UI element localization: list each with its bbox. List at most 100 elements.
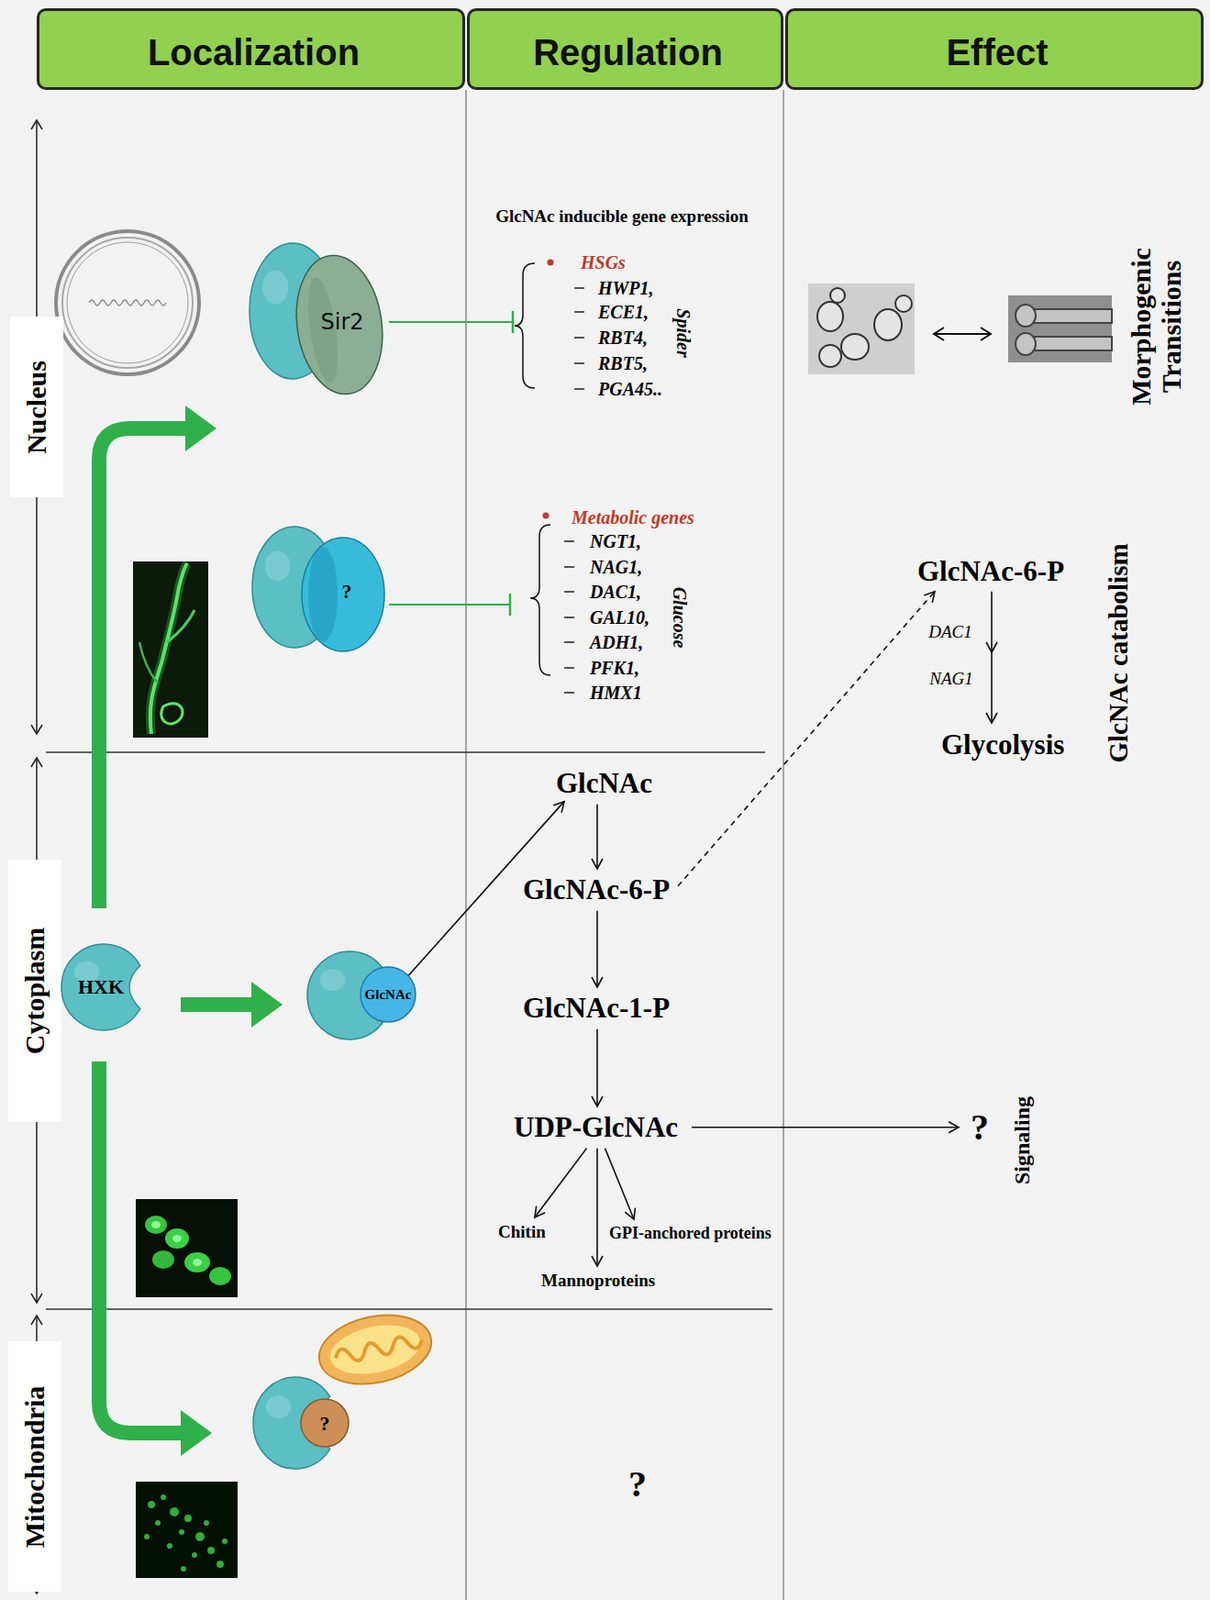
fluorescence-image-hypha <box>139 642 158 684</box>
complex-shape-outline <box>265 550 291 581</box>
yeast-cell-image <box>841 333 869 360</box>
region-text: Nucleus <box>21 360 54 455</box>
mitochondrion-illustration <box>312 1305 438 1394</box>
fluorescence-image-cells <box>152 1250 175 1269</box>
gene-group-outline <box>574 287 585 289</box>
region-divider <box>45 1308 773 1310</box>
nucleus-illustration <box>55 231 200 375</box>
metabolite-node: GlcNAc-6-P <box>520 873 673 907</box>
pathway-arrow <box>591 1148 603 1266</box>
fluorescence-image-mitochondria <box>191 1552 198 1558</box>
pathway-arrow <box>596 1148 599 1266</box>
fluorescence-image-hypha <box>133 561 209 738</box>
fluorescence-image-mitochondria <box>144 1533 150 1540</box>
pathway-arrow <box>605 1148 634 1220</box>
arrowhead <box>986 642 998 653</box>
column-divider <box>782 89 785 1600</box>
mitochondrion-illustration <box>312 1305 438 1394</box>
fluorescence-image-hypha <box>150 563 188 734</box>
complex-shape-outline <box>252 1376 350 1469</box>
gene-group-outline <box>564 590 575 592</box>
inhibition-line <box>388 321 513 323</box>
double-arrow <box>933 327 944 341</box>
metabolite-text: GlcNAc-6-P <box>917 555 1065 589</box>
gene-group-outline <box>574 310 585 312</box>
complex-shape: GlcNAc <box>306 951 419 1041</box>
gene-group: Metabolic genesNGT1,NAG1,DAC1,GAL10,ADH1… <box>510 499 707 707</box>
metabolite-text: GlcNAc-1-P <box>522 991 670 1025</box>
shape-text: ? <box>320 1411 331 1435</box>
gene-group-outline <box>564 666 575 668</box>
pathway-arrow <box>990 591 993 723</box>
metabolite-node: UDP-GlcNAc <box>510 1110 681 1144</box>
pathway-arrow <box>591 804 603 869</box>
fluorescence-image-cells <box>151 1221 161 1229</box>
hyphae-image <box>1015 333 1036 356</box>
double-arrow <box>980 327 991 341</box>
gene-name: ECE1, <box>598 301 649 323</box>
translocation-arrow <box>99 405 217 909</box>
arrowhead <box>534 1206 545 1218</box>
yeast-cell-image <box>808 283 915 375</box>
pathway-arrow <box>534 1148 588 1218</box>
hyphae-image <box>1032 336 1112 351</box>
hyphae-image <box>1008 295 1112 363</box>
fluorescence-image-cells <box>184 1252 211 1273</box>
arrowhead <box>624 1208 635 1220</box>
pathway-arrow <box>596 804 599 869</box>
pathway-arrow <box>677 591 935 887</box>
metabolite-text: Glycolysis <box>941 728 1065 762</box>
region-axis <box>31 724 43 734</box>
inhibition-line <box>388 310 513 334</box>
yeast-cell-image <box>808 283 915 375</box>
fluorescence-image-mitochondria <box>135 1481 238 1578</box>
complex-shape-outline <box>262 270 289 305</box>
inhibition-line <box>388 593 511 616</box>
gene-group-outline <box>564 540 575 542</box>
pathway-arrow <box>677 591 935 887</box>
fluorescence-image-cells <box>144 1215 167 1234</box>
fluorescence-image-mitochondria <box>166 1543 173 1549</box>
hyphae-image <box>1015 304 1036 327</box>
metabolite-node: GlcNAc-1-P <box>520 991 673 1025</box>
hyphae-image <box>1032 309 1112 323</box>
hyphae-image <box>1015 304 1112 356</box>
metabolite-text: Chitin <box>498 1221 546 1243</box>
gene-group-outline <box>574 362 585 364</box>
fluorescence-image-cells <box>172 1234 182 1243</box>
translocation-arrow <box>99 428 189 909</box>
metabolite-text: ? <box>970 1106 989 1149</box>
fluorescence-image-mitochondria <box>180 1565 187 1572</box>
gene-group-outline <box>564 616 575 618</box>
column-divider <box>466 89 784 1600</box>
arrowhead <box>553 801 565 813</box>
region-label: Mitochondria <box>8 1341 62 1592</box>
arrowhead <box>591 858 603 869</box>
column-divider <box>465 89 467 1600</box>
pathway-arrow <box>691 1121 959 1133</box>
metabolite-text: UDP-GlcNAc <box>513 1110 678 1144</box>
translocation-arrow <box>99 1061 185 1433</box>
pathway-arrow <box>605 1148 636 1220</box>
metabolite-node: ? <box>967 1106 992 1149</box>
complex-shape-outline <box>308 546 338 643</box>
metabolite-node: GlcNAc-6-P <box>914 555 1067 589</box>
fluorescence-image-mitochondria <box>216 1560 224 1568</box>
yeast-cell-image <box>819 344 842 367</box>
mitochondrion-illustration <box>333 1332 423 1366</box>
gene-name: RBT5, <box>598 353 648 375</box>
complex-shape-outline <box>301 537 385 652</box>
metabolite-node: Mannoproteins <box>538 1270 658 1291</box>
gene-name: GAL10, <box>589 607 650 629</box>
yeast-cell-image <box>817 301 844 332</box>
translocation-arrow <box>180 997 256 1012</box>
fluorescence-image-mitochondria <box>178 1529 185 1535</box>
fluorescence-image-hypha <box>150 563 188 734</box>
arrowhead <box>923 591 935 603</box>
gene-name: ADH1, <box>589 632 644 654</box>
pathway-arrow <box>691 1126 959 1129</box>
region-axis <box>31 757 43 767</box>
